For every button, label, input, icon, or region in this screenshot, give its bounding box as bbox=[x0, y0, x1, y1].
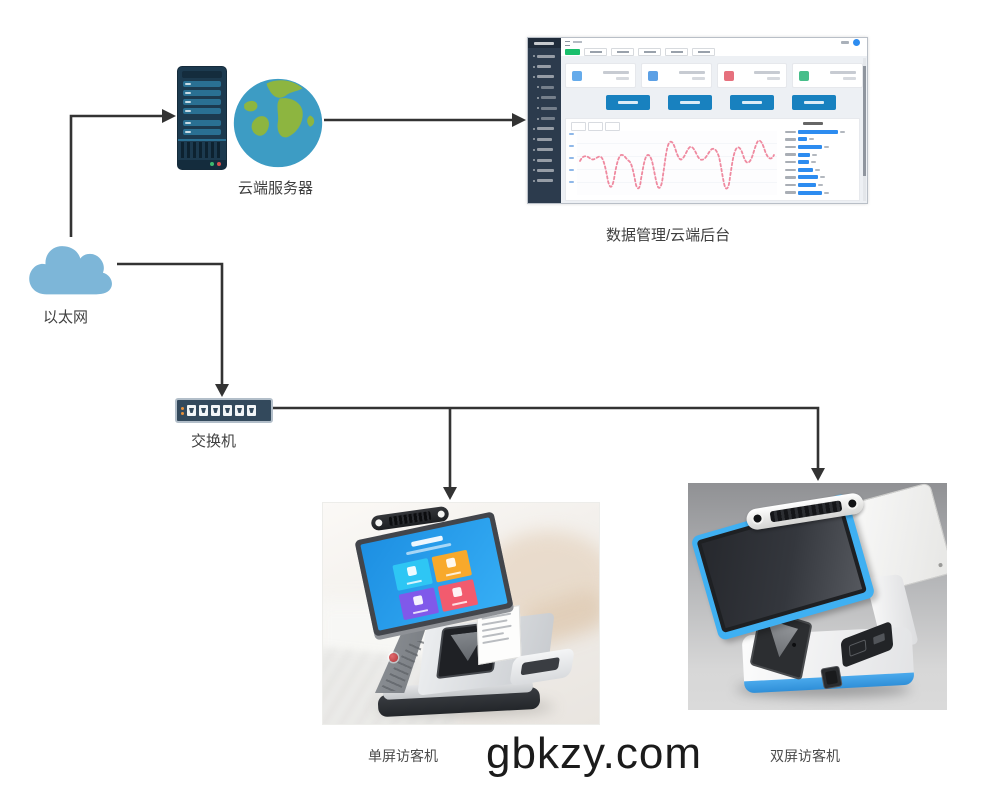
cloud-server-label: 云端服务器 bbox=[238, 180, 314, 197]
dash-menu-item bbox=[528, 93, 561, 103]
dash-menu-item bbox=[528, 134, 561, 144]
bar-chart-row bbox=[785, 174, 857, 182]
watermark-text: gbkzy.com bbox=[486, 729, 703, 778]
kiosk-app-tile bbox=[398, 587, 440, 621]
bar-chart-title bbox=[803, 122, 823, 125]
server-base bbox=[178, 160, 226, 169]
dual-kiosk-photo bbox=[688, 483, 947, 710]
dash-content bbox=[561, 56, 867, 203]
connector-cloud-to-switch bbox=[117, 262, 229, 397]
kiosk-app-tile bbox=[431, 549, 473, 583]
dash-action-button bbox=[606, 95, 650, 110]
single-kiosk-label: 单屏访客机 bbox=[368, 748, 438, 764]
user-avatar bbox=[853, 39, 860, 46]
chart-range-tabs bbox=[571, 122, 620, 131]
dash-sidebar-menu bbox=[528, 51, 561, 186]
bar-chart-row bbox=[785, 136, 857, 144]
line-chart bbox=[577, 131, 777, 195]
switch-leds bbox=[181, 406, 184, 415]
alert-stat-icon bbox=[723, 70, 734, 81]
bar-chart-row bbox=[785, 166, 857, 174]
bar-chart-row bbox=[785, 151, 857, 159]
bar-chart bbox=[785, 121, 857, 196]
server-top-cap bbox=[182, 71, 222, 78]
dash-action-button bbox=[668, 95, 712, 110]
hamburger-icon bbox=[565, 41, 570, 46]
visitor-stat-icon bbox=[572, 70, 582, 81]
dash-menu-item bbox=[528, 82, 561, 92]
switch-port bbox=[187, 405, 196, 416]
dash-menu-item bbox=[528, 103, 561, 113]
stat-card bbox=[640, 63, 712, 88]
switch-port bbox=[199, 405, 208, 416]
connector-globe-to-dashboard bbox=[324, 113, 526, 127]
switch-port bbox=[235, 405, 244, 416]
dash-tab-active bbox=[565, 48, 580, 55]
switch-ports bbox=[187, 405, 256, 416]
dash-menu-item bbox=[528, 51, 561, 61]
dash-menu-item bbox=[528, 176, 561, 186]
cloud-icon bbox=[29, 246, 112, 295]
dash-logo bbox=[528, 38, 561, 48]
dash-menu-item bbox=[528, 72, 561, 82]
bar-chart-row bbox=[785, 143, 857, 151]
dash-scrollbar-thumb bbox=[863, 66, 866, 176]
stat-card bbox=[716, 63, 788, 88]
server-red-led bbox=[217, 162, 221, 166]
dash-scrollbar bbox=[863, 58, 866, 201]
dash-stat-cards bbox=[565, 63, 863, 88]
backend-label: 数据管理/云端后台 bbox=[606, 227, 731, 244]
dash-sidebar bbox=[528, 38, 561, 203]
bar-chart-row bbox=[785, 189, 857, 197]
kiosk-app-tile bbox=[392, 557, 433, 591]
connector-cloud-to-server bbox=[69, 109, 176, 237]
switch-port bbox=[223, 405, 232, 416]
globe-icon bbox=[233, 78, 323, 168]
dash-menu-item bbox=[528, 61, 561, 71]
bell-icon bbox=[841, 41, 849, 44]
user-stat-icon bbox=[799, 70, 810, 81]
dash-action-buttons bbox=[606, 95, 836, 110]
bar-chart-row bbox=[785, 158, 857, 166]
stat-card bbox=[565, 63, 636, 88]
dash-tab bbox=[692, 47, 715, 56]
dash-tab bbox=[638, 47, 661, 56]
record-stat-icon bbox=[647, 70, 658, 81]
dash-menu-item bbox=[528, 124, 561, 134]
fingerprint-module bbox=[820, 665, 843, 690]
bar-chart-row bbox=[785, 128, 857, 136]
dash-menu-item bbox=[528, 155, 561, 165]
chart-y-ticks bbox=[569, 133, 574, 193]
server-tower-icon bbox=[177, 66, 227, 170]
network-switch-icon bbox=[175, 398, 273, 423]
dash-menu-item bbox=[528, 145, 561, 155]
dash-action-button bbox=[730, 95, 774, 110]
bar-chart-rows bbox=[785, 128, 857, 196]
switch-port bbox=[247, 405, 256, 416]
receipt-slip bbox=[476, 604, 522, 666]
single-kiosk-photo bbox=[322, 502, 600, 725]
stat-card bbox=[792, 63, 863, 88]
dash-tab bbox=[611, 47, 634, 56]
dash-tab bbox=[665, 47, 688, 56]
server-drive-bays bbox=[183, 81, 221, 138]
dash-menu-item bbox=[528, 165, 561, 175]
dash-chart-panel bbox=[565, 118, 860, 201]
ethernet-label: 以太网 bbox=[43, 309, 89, 326]
switch-port bbox=[211, 405, 220, 416]
connector-switch-to-kiosks bbox=[268, 406, 825, 500]
dash-menu-item bbox=[528, 113, 561, 123]
switch-label: 交换机 bbox=[191, 433, 237, 450]
dashboard-screenshot bbox=[527, 37, 868, 204]
dash-tab bbox=[584, 47, 607, 56]
kiosk-app-tiles bbox=[392, 549, 480, 621]
power-button bbox=[389, 653, 398, 662]
bar-chart-row bbox=[785, 181, 857, 189]
server-green-led bbox=[210, 162, 214, 166]
server-vents bbox=[181, 142, 223, 158]
dash-action-button bbox=[792, 95, 836, 110]
kiosk-app-tile bbox=[437, 579, 479, 612]
dual-kiosk-label: 双屏访客机 bbox=[770, 748, 840, 764]
